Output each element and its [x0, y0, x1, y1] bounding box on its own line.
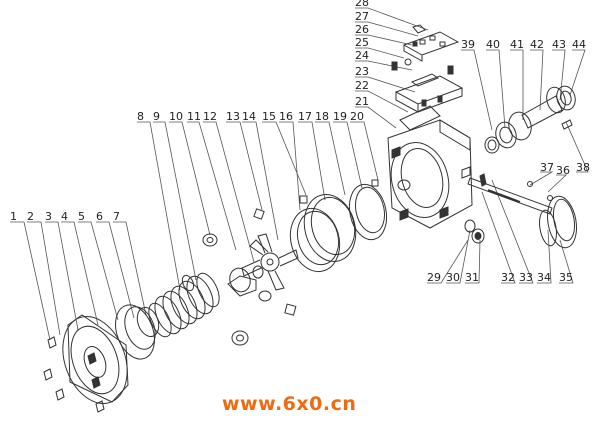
callout-18: 18	[315, 110, 329, 123]
callout-35: 35	[559, 271, 573, 284]
impeller	[231, 233, 299, 346]
callout-26: 26	[355, 23, 369, 36]
callout-23: 23	[355, 65, 369, 78]
callout-10: 10	[169, 110, 183, 123]
callout-32: 32	[501, 271, 515, 284]
callout-12: 12	[203, 110, 217, 123]
callout-44: 44	[572, 38, 586, 51]
callout-38: 38	[576, 161, 590, 174]
callout-43: 43	[552, 38, 566, 51]
callout-27: 27	[355, 10, 369, 23]
ring-set	[289, 179, 388, 273]
callout-37: 37	[540, 161, 554, 174]
callout-5: 5	[78, 210, 85, 223]
callout-42: 42	[530, 38, 544, 51]
callout-11: 11	[187, 110, 201, 123]
output-flange	[527, 181, 578, 249]
callout-6: 6	[96, 210, 103, 223]
callout-9: 9	[153, 110, 160, 123]
callout-19: 19	[333, 110, 347, 123]
callout-25: 25	[355, 36, 369, 49]
site-watermark: www.6x0.cn	[222, 393, 357, 415]
callout-34: 34	[537, 271, 551, 284]
callout-36: 36	[556, 164, 570, 177]
callout-24: 24	[355, 49, 369, 62]
callout-31: 31	[465, 271, 479, 284]
terminal-box	[391, 24, 464, 131]
callout-15: 15	[262, 110, 276, 123]
callout-7: 7	[113, 210, 120, 223]
callout-14: 14	[242, 110, 256, 123]
callout-16: 16	[279, 110, 293, 123]
callout-22: 22	[355, 79, 369, 92]
callout-29: 29	[427, 271, 441, 284]
callout-33: 33	[519, 271, 533, 284]
end-cover-assembly	[43, 304, 160, 413]
callout-30: 30	[446, 271, 460, 284]
callout-1: 1	[10, 210, 17, 223]
callout-28: 28	[355, 0, 369, 9]
callout-4: 4	[61, 210, 68, 223]
seal-and-nut-parts	[202, 208, 265, 297]
callout-39: 39	[461, 38, 475, 51]
shaft-assembly	[464, 173, 553, 244]
main-housing	[387, 119, 473, 229]
callout-2: 2	[27, 210, 34, 223]
callout-3: 3	[45, 210, 52, 223]
bearing-group	[484, 85, 576, 154]
spring-bellows	[148, 272, 220, 338]
callout-41: 41	[510, 38, 524, 51]
callout-17: 17	[298, 110, 312, 123]
callout-20: 20	[350, 110, 364, 123]
leader-lines	[10, 7, 589, 341]
callout-40: 40	[486, 38, 500, 51]
callout-8: 8	[137, 110, 144, 123]
callout-13: 13	[226, 110, 240, 123]
callout-21: 21	[355, 95, 369, 108]
